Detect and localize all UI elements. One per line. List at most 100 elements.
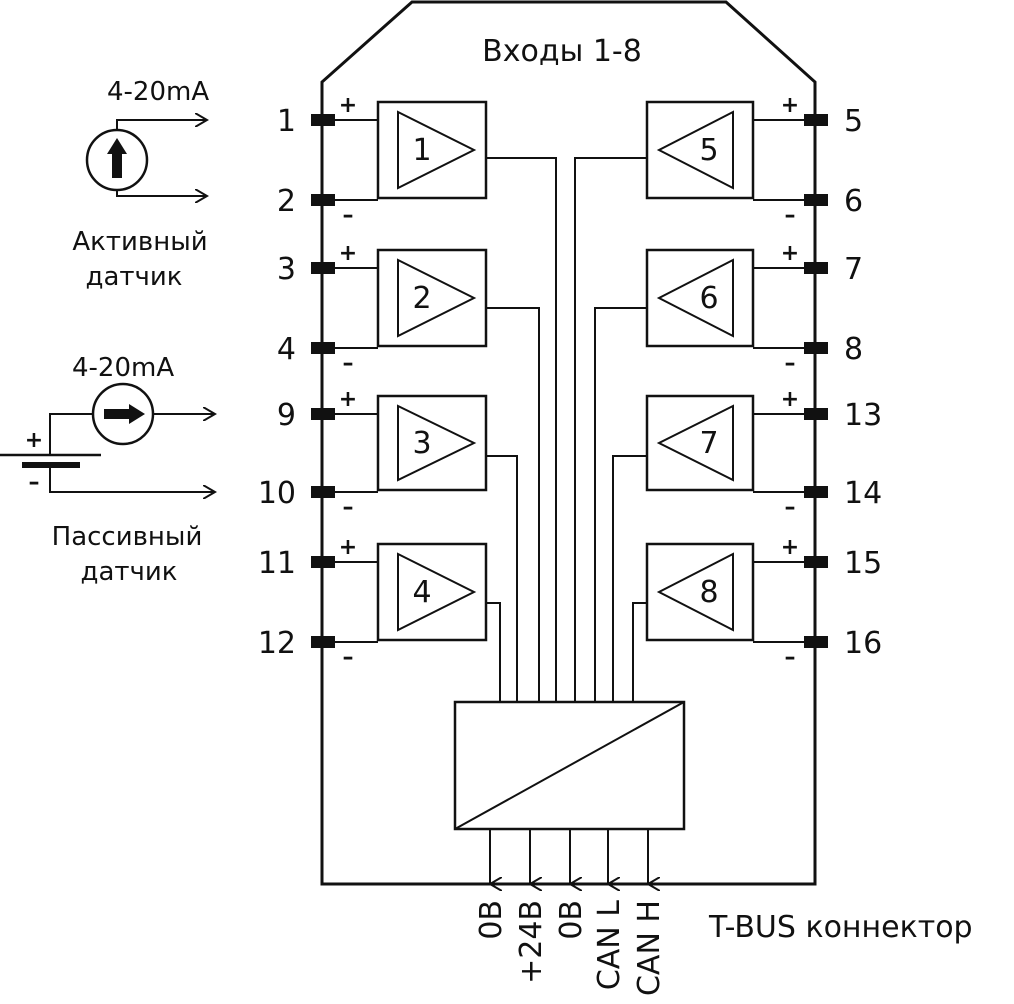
bus-output-label: 0В — [554, 900, 589, 940]
terminal-pin — [311, 342, 335, 354]
plus-sign: + — [781, 241, 799, 266]
module-title: Входы 1-8 — [482, 34, 642, 69]
plus-sign: + — [339, 241, 357, 266]
active-sensor-name-line2: датчик — [85, 262, 182, 292]
channel-2: 23+4– — [277, 241, 488, 376]
wire-ch8 — [632, 602, 647, 702]
minus-sign: – — [785, 495, 796, 520]
bus-output-label: CAN L — [592, 900, 627, 990]
active-sensor-current-label: 4-20mA — [107, 77, 209, 107]
channel-7: 7 13 +14 – — [645, 387, 882, 520]
bus-output-label: +24В — [514, 900, 549, 984]
terminal-pin — [311, 114, 335, 126]
wire-ch4 — [486, 602, 501, 702]
terminal-pin — [804, 556, 828, 568]
active-sensor-wire-bottom — [116, 190, 207, 196]
module-housing — [320, 0, 817, 886]
plus-sign: + — [339, 93, 357, 118]
channel-number: 7 — [699, 426, 718, 461]
channel-number: 3 — [412, 426, 431, 461]
amplifier-box — [645, 542, 755, 642]
amplifier-triangle-icon — [656, 258, 734, 338]
terminal-pin — [804, 342, 828, 354]
terminal-pin — [311, 262, 335, 274]
terminal-pin — [311, 408, 335, 420]
active-sensor: 4-20mA Активный датчик — [72, 77, 209, 292]
up-arrow-icon — [107, 138, 127, 178]
terminal-pin — [804, 194, 828, 206]
pin-number-bottom: 12 — [258, 626, 296, 661]
amplifier-triangle-icon — [656, 552, 734, 632]
bus-output-label: 0В — [474, 900, 509, 940]
channel-3: 39+10– — [258, 387, 488, 520]
channel-4: 4 11 +12 – — [258, 535, 488, 670]
right-input-channels: 55+6–67+8–713+14–815+16– — [645, 93, 882, 670]
amplifier-box — [645, 394, 755, 492]
wire-ch3 — [486, 455, 518, 702]
pin-number-top: 5 — [844, 104, 863, 139]
amplifier-box — [376, 100, 488, 200]
pin-number-top: 1 — [277, 104, 296, 139]
passive-sensor-name-line1: Пассивный — [52, 522, 203, 552]
minus-sign: – — [343, 645, 354, 670]
plus-sign: + — [339, 387, 357, 412]
pin-number-top: 9 — [277, 398, 296, 433]
passive-sensor-name-line2: датчик — [80, 557, 177, 587]
channel-1: 1 1 +2 – — [277, 93, 488, 228]
terminal-pin — [804, 262, 828, 274]
battery-minus-sign: – — [29, 470, 40, 495]
minus-sign: – — [343, 203, 354, 228]
channel-number: 8 — [699, 575, 718, 610]
pin-number-bottom: 2 — [277, 184, 296, 219]
channel-number: 1 — [412, 133, 431, 168]
pin-number-top: 3 — [277, 252, 296, 287]
plus-sign: + — [781, 93, 799, 118]
internal-wiring — [486, 157, 647, 702]
bus-output-label: CAN H — [632, 900, 667, 996]
plus-sign: + — [339, 535, 357, 560]
pin-number-bottom: 4 — [277, 332, 296, 367]
amplifier-triangle-icon — [397, 110, 477, 190]
right-arrow-icon — [104, 404, 145, 424]
bus-converter — [453, 700, 686, 831]
left-input-channels: 11+2–23+4–39+10–411+12– — [258, 93, 488, 670]
terminal-pin — [311, 556, 335, 568]
active-sensor-wire-top — [116, 120, 207, 130]
channel-number: 2 — [412, 281, 431, 316]
wire-ch5 — [574, 157, 647, 702]
pin-number-top: 7 — [844, 252, 863, 287]
terminal-pin — [804, 486, 828, 498]
pin-number-bottom: 6 — [844, 184, 863, 219]
pin-number-bottom: 14 — [844, 476, 882, 511]
channel-number: 6 — [699, 281, 718, 316]
minus-sign: – — [785, 645, 796, 670]
terminal-pin — [311, 486, 335, 498]
minus-sign: – — [785, 203, 796, 228]
amplifier-box — [376, 248, 488, 348]
connector-label: T-BUS коннектор — [708, 910, 973, 945]
wire-ch2 — [486, 307, 540, 702]
amplifier-triangle-icon — [397, 258, 477, 338]
minus-sign: – — [343, 495, 354, 520]
pin-number-top: 11 — [258, 546, 296, 581]
amplifier-box — [645, 248, 755, 348]
pin-number-top: 13 — [844, 398, 882, 433]
terminal-pin — [311, 636, 335, 648]
active-sensor-name-line1: Активный — [72, 227, 207, 257]
passive-sensor-wire-top-left — [49, 413, 93, 455]
terminal-pin — [804, 114, 828, 126]
passive-sensor: 4-20mA + – Пассивный датчик — [0, 353, 215, 587]
channel-6: 67+8– — [645, 241, 863, 376]
plus-sign: + — [781, 387, 799, 412]
passive-sensor-current-label: 4-20mA — [72, 353, 174, 383]
battery-plus-sign: + — [25, 428, 43, 453]
channel-number: 4 — [412, 575, 431, 610]
pin-number-top: 15 — [844, 546, 882, 581]
wire-ch6 — [594, 307, 647, 702]
wire-ch1 — [486, 157, 557, 702]
channel-number: 5 — [699, 133, 718, 168]
channel-8: 815+16– — [645, 535, 882, 670]
pin-number-bottom: 16 — [844, 626, 882, 661]
amplifier-box — [645, 100, 755, 200]
